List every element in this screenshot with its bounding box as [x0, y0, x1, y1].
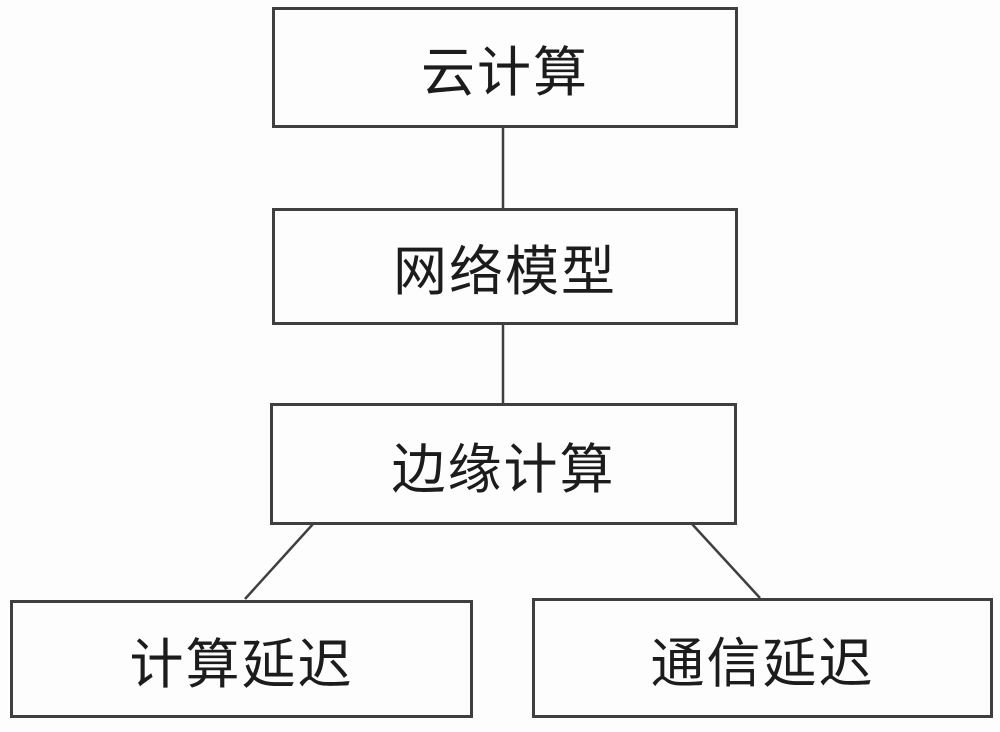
node-communication-delay-label: 通信延迟 — [650, 633, 875, 694]
edge-edge-to-compute — [244, 523, 314, 600]
node-network-model: 网络模型 — [272, 208, 738, 325]
node-network-model-label: 网络模型 — [393, 242, 617, 302]
edge-edge-to-comm — [691, 523, 761, 599]
node-computing-delay-label: 计算延迟 — [129, 634, 354, 695]
node-cloud-computing: 云计算 — [272, 7, 738, 128]
node-edge-computing-label: 边缘计算 — [391, 439, 616, 500]
node-computing-delay: 计算延迟 — [10, 600, 473, 718]
node-cloud-computing-label: 云计算 — [421, 43, 589, 103]
node-edge-computing: 边缘计算 — [270, 403, 737, 525]
node-communication-delay: 通信延迟 — [532, 598, 993, 718]
